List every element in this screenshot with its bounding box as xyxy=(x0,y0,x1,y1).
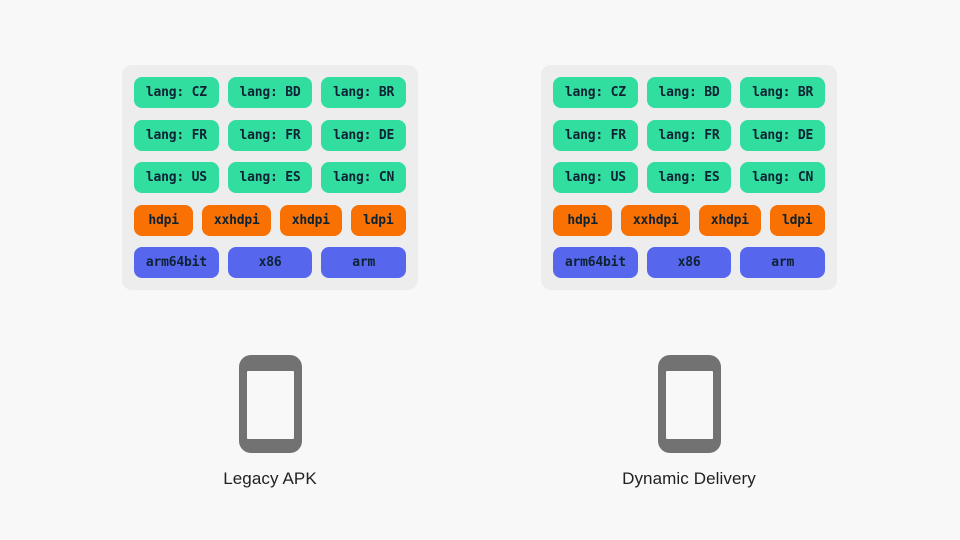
chip-lang: lang: FR xyxy=(553,119,638,151)
chip-dpi: hdpi xyxy=(134,204,194,236)
chip-abi: arm64bit xyxy=(134,247,219,278)
chip-row-lang: lang: CZ lang: BD lang: BR xyxy=(134,77,407,108)
chip-row-lang: lang: US lang: ES lang: CN xyxy=(553,162,826,193)
chip-lang: lang: FR xyxy=(646,119,732,151)
chip-row-lang: lang: CZ lang: BD lang: BR xyxy=(553,77,826,108)
chip-dpi: xhdpi xyxy=(280,204,342,236)
chip-lang: lang: CN xyxy=(740,162,826,193)
chip-abi: x86 xyxy=(646,247,732,278)
chip-lang: lang: CZ xyxy=(553,77,638,108)
chip-row-lang: lang: US lang: ES lang: CN xyxy=(134,162,407,193)
phone-screen xyxy=(246,371,294,439)
chip-lang: lang: BD xyxy=(646,77,732,108)
legacy-apk-figure: Legacy APK xyxy=(122,355,418,489)
chip-lang: lang: US xyxy=(134,162,219,193)
chip-abi: arm xyxy=(740,247,826,278)
dynamic-delivery-figure: Dynamic Delivery xyxy=(541,355,837,489)
chip-lang: lang: FR xyxy=(134,119,219,151)
chip-dpi: ldpi xyxy=(350,204,407,236)
chip-lang: lang: DE xyxy=(740,119,826,151)
chip-lang: lang: FR xyxy=(227,119,313,151)
chip-row-abi: arm64bit x86 arm xyxy=(134,247,407,278)
chip-lang: lang: CN xyxy=(321,162,407,193)
chip-lang: lang: BR xyxy=(740,77,826,108)
chip-dpi: ldpi xyxy=(769,204,826,236)
chip-lang: lang: BR xyxy=(321,77,407,108)
chip-lang: lang: DE xyxy=(321,119,407,151)
chip-dpi: xxhdpi xyxy=(621,204,691,236)
chip-abi: arm xyxy=(321,247,407,278)
phone-icon xyxy=(657,355,721,453)
chip-row-abi: arm64bit x86 arm xyxy=(553,247,826,278)
chip-dpi: xxhdpi xyxy=(202,204,272,236)
phone-screen xyxy=(665,371,713,439)
dynamic-delivery-caption: Dynamic Delivery xyxy=(622,469,756,488)
legacy-apk-caption: Legacy APK xyxy=(223,469,317,488)
phone-icon xyxy=(238,355,302,453)
chip-lang: lang: CZ xyxy=(134,77,219,108)
chip-abi: arm64bit xyxy=(553,247,638,278)
chip-dpi: hdpi xyxy=(553,204,613,236)
chip-lang: lang: ES xyxy=(227,162,313,193)
chip-lang: lang: US xyxy=(553,162,638,193)
chip-abi: x86 xyxy=(227,247,313,278)
chip-lang: lang: ES xyxy=(646,162,732,193)
chip-dpi: xhdpi xyxy=(699,204,761,236)
chip-lang: lang: BD xyxy=(227,77,313,108)
